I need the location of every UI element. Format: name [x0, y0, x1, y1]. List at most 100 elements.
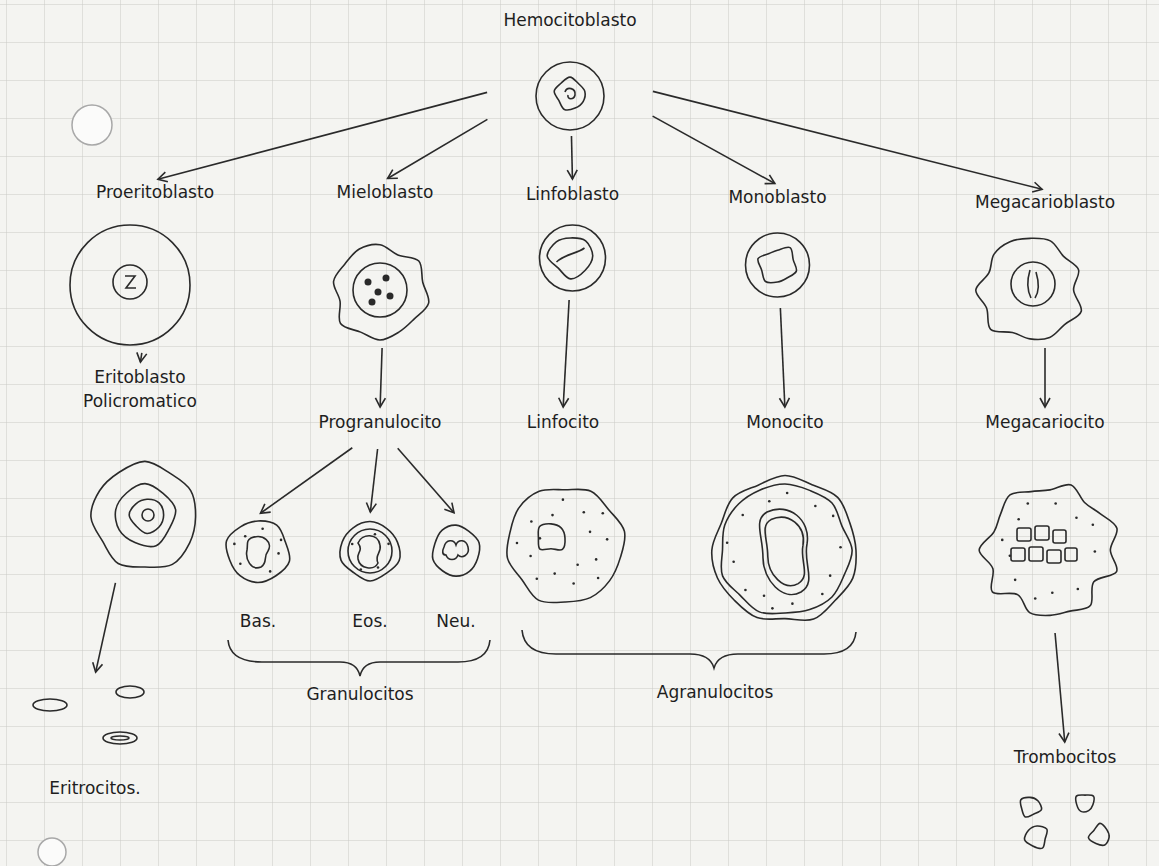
- arrow-connector: [96, 583, 116, 672]
- granule-dot: [741, 514, 744, 517]
- cell-outline: [536, 62, 604, 130]
- cell-outline: [758, 247, 797, 283]
- cell-nucleus: [765, 517, 804, 585]
- cell-label: Monoblasto: [728, 185, 826, 209]
- cell-outline: [113, 265, 147, 299]
- cell-drawing: [945, 190, 1145, 345]
- cell-group: [1020, 795, 1109, 849]
- granule-dot: [280, 539, 283, 542]
- cell-group: [226, 521, 290, 583]
- granule-dot: [601, 512, 604, 515]
- granule-dot: [1009, 554, 1012, 557]
- granule-dot: [572, 582, 575, 585]
- granule-dot: [1051, 591, 1054, 594]
- group-brace: [522, 630, 856, 668]
- cell-label: Monocito: [746, 410, 823, 434]
- cell-nucleus: [443, 541, 469, 560]
- cell-node: Hemocitoblasto: [490, 8, 650, 133]
- cell-node: Proeritoblasto: [60, 180, 250, 350]
- arrow-connector: [398, 448, 454, 512]
- cell-group: [536, 62, 604, 130]
- arrow-connector: [1055, 633, 1065, 742]
- granule-dot: [239, 562, 242, 565]
- granule-dot: [595, 558, 598, 561]
- cell-group: [334, 244, 429, 340]
- cell-outline: [1076, 795, 1094, 812]
- cell-node: Linfoblasto: [500, 182, 645, 297]
- cell-node: Eos.: [333, 515, 407, 633]
- cell-label: Megacariocito: [985, 410, 1104, 434]
- cell-outline: [334, 244, 429, 340]
- nucleus-spot: [365, 279, 372, 286]
- arrow-connector: [388, 119, 488, 178]
- granule-dot: [1001, 539, 1004, 542]
- cell-node: Megacariocito: [960, 410, 1130, 630]
- nucleus-spot: [369, 299, 376, 306]
- granule-dot: [261, 527, 264, 530]
- granule-dot: [583, 511, 586, 514]
- cell-fragment: [1035, 526, 1049, 540]
- granule-dot: [832, 515, 835, 518]
- red-cell: [103, 732, 137, 744]
- cell-label: Bas.: [240, 609, 276, 633]
- arrow-connector: [370, 449, 377, 512]
- cell-node: Linfocito: [498, 410, 628, 620]
- cell-outline: [554, 77, 585, 110]
- granule-dot: [351, 543, 354, 546]
- granule-dot: [1054, 502, 1057, 505]
- granule-dot: [536, 577, 539, 580]
- cell-outline: [1088, 823, 1109, 845]
- cell-label: Eritoblasto Policromatico: [65, 365, 215, 413]
- cell-label: Eritrocitos.: [49, 776, 141, 800]
- granule-dot: [771, 607, 774, 610]
- cell-outline: [129, 499, 163, 533]
- group-brace: [228, 640, 490, 676]
- cell-group: [540, 225, 606, 291]
- cell-group: [33, 686, 144, 744]
- cell-outline: [1011, 262, 1055, 306]
- cell-outline: [538, 524, 565, 550]
- cell-outline: [226, 521, 290, 583]
- cell-label: Linfoblasto: [526, 182, 619, 206]
- cell-fragment: [1053, 530, 1066, 543]
- granule-dot: [377, 566, 380, 569]
- granule-dot: [529, 555, 532, 558]
- arrow-connector: [158, 92, 487, 179]
- cell-label: Linfocito: [527, 410, 600, 434]
- granule-dot: [1014, 579, 1017, 582]
- granule-dot: [277, 552, 280, 555]
- cell-drawing: [960, 410, 1130, 630]
- nucleus-spot: [375, 289, 382, 296]
- cell-drawing: [315, 180, 455, 345]
- cell-nucleus: [557, 248, 585, 262]
- cell-outline: [340, 522, 400, 581]
- cell-outline: [712, 476, 856, 621]
- granule-dot: [530, 520, 533, 523]
- cell-outline: [721, 484, 852, 614]
- cell-fragment: [1065, 548, 1077, 561]
- cell-outline: [91, 461, 196, 567]
- cell-label: Mieloblasto: [337, 180, 434, 204]
- cell-outline: [432, 525, 479, 576]
- cell-fragment: [1017, 528, 1031, 541]
- arrow-connector: [140, 353, 141, 362]
- cell-node: Eritoblasto Policromatico: [40, 365, 240, 580]
- granule-dot: [1092, 523, 1095, 526]
- cell-nucleus: [358, 536, 381, 568]
- red-cell: [111, 736, 129, 740]
- cell-outline: [979, 485, 1117, 616]
- granule-dot: [562, 498, 565, 501]
- granule-dot: [606, 538, 609, 541]
- cell-group: [340, 522, 400, 581]
- granule-dot: [374, 533, 377, 536]
- granule-dot: [732, 560, 735, 563]
- cell-nucleus: [1028, 270, 1038, 298]
- cell-drawing: [705, 410, 865, 635]
- granule-dot: [1077, 588, 1080, 591]
- granule-dot: [553, 572, 556, 575]
- cell-group: [91, 461, 196, 567]
- granule-dot: [1034, 597, 1037, 600]
- arrow-connector: [260, 448, 352, 514]
